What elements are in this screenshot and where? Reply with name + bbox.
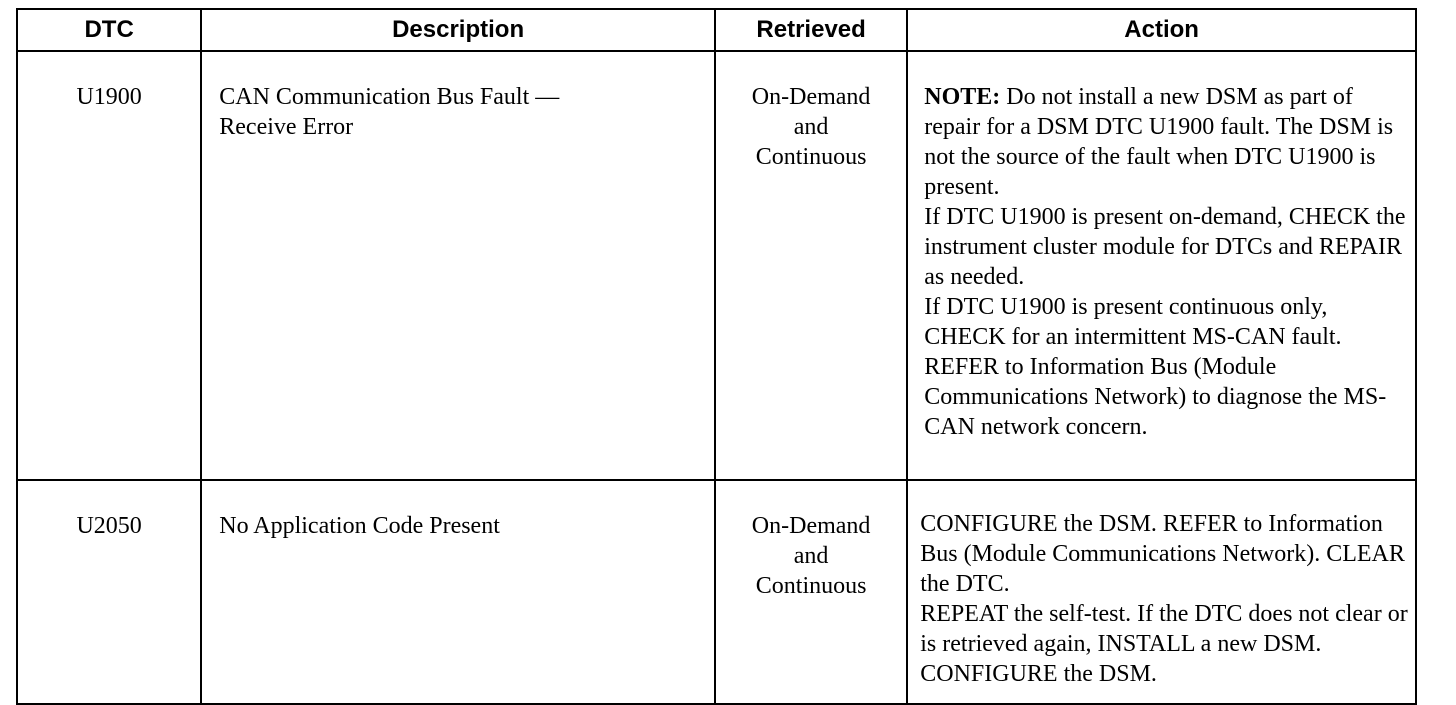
retrieved-line: On-Demand [751,513,871,539]
retrieved-line: Continuous [755,144,867,170]
action-note: NOTE: Do not install a new DSM as part o… [924,82,1411,202]
header-retrieved: Retrieved [713,8,909,52]
description-line: CAN Communication Bus Fault — [219,84,560,110]
header-description: Description [200,8,716,52]
action-paragraph: If DTC U1900 is present continuous only,… [924,294,1387,440]
dtc-table: DTC Description Retrieved Action U1900 C… [15,8,1417,705]
action-paragraph: If DTC U1900 is present on-demand, CHECK… [924,204,1406,290]
dtc-code: U1900 [15,50,203,481]
note-label: NOTE: [924,84,1001,110]
retrieved-line: On-Demand [751,84,871,110]
dtc-action: NOTE: Do not install a new DSM as part o… [906,50,1417,481]
description-line: No Application Code Present [219,513,500,539]
dtc-retrieved: On-Demand and Continuous [713,50,909,481]
table-row: U1900 CAN Communication Bus Fault — Rece… [15,50,1417,481]
description-line: Receive Error [219,114,354,140]
dtc-description: CAN Communication Bus Fault — Receive Er… [200,50,716,481]
retrieved-line: Continuous [755,573,867,599]
dtc-description: No Application Code Present [200,479,716,705]
note-text: Do not install a new DSM as part of repa… [924,84,1394,200]
table-row: U2050 No Application Code Present On-Dem… [15,479,1417,705]
retrieved-line: and [793,543,829,569]
dtc-retrieved: On-Demand and Continuous [713,479,909,705]
action-paragraph: CONFIGURE the DSM. REFER to Information … [920,511,1405,597]
dtc-action: CONFIGURE the DSM. REFER to Information … [906,479,1417,705]
action-paragraph: REPEAT the self-test. If the DTC does no… [920,601,1408,687]
table-header-row: DTC Description Retrieved Action [15,8,1417,52]
header-action: Action [906,8,1417,52]
retrieved-line: and [793,114,829,140]
dtc-code: U2050 [15,479,203,705]
header-dtc: DTC [15,8,203,52]
